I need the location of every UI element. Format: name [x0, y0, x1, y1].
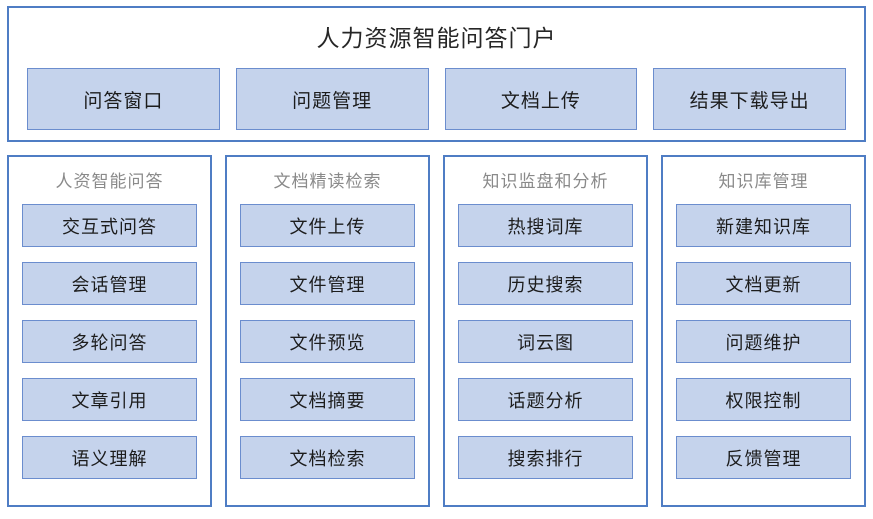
- column-item-list: 新建知识库 文档更新 问题维护 权限控制 反馈管理: [676, 204, 851, 479]
- list-item[interactable]: 多轮问答: [22, 320, 197, 363]
- list-item[interactable]: 反馈管理: [676, 436, 851, 479]
- list-item[interactable]: 权限控制: [676, 378, 851, 421]
- portal-button-document-upload[interactable]: 文档上传: [444, 68, 638, 130]
- list-item[interactable]: 话题分析: [458, 378, 633, 421]
- portal-button-result-download-export[interactable]: 结果下载导出: [653, 68, 846, 130]
- list-item[interactable]: 会话管理: [22, 262, 197, 305]
- list-item[interactable]: 问题维护: [676, 320, 851, 363]
- list-item[interactable]: 词云图: [458, 320, 633, 363]
- portal-button-row: 问答窗口 问题管理 文档上传 结果下载导出: [9, 68, 864, 130]
- list-item[interactable]: 搜索排行: [458, 436, 633, 479]
- module-column-document-reading-retrieval: 文档精读检索 文件上传 文件管理 文件预览 文档摘要 文档检索: [225, 155, 430, 507]
- module-column-hr-intelligent-qa: 人资智能问答 交互式问答 会话管理 多轮问答 文章引用 语义理解: [7, 155, 212, 507]
- portal-frame: 人力资源智能问答门户 问答窗口 问题管理 文档上传 结果下载导出: [7, 6, 866, 142]
- list-item[interactable]: 语义理解: [22, 436, 197, 479]
- column-header: 知识监盘和分析: [482, 172, 609, 191]
- module-column-knowledge-monitoring-analysis: 知识监盘和分析 热搜词库 历史搜索 词云图 话题分析 搜索排行: [443, 155, 648, 507]
- list-item[interactable]: 交互式问答: [22, 204, 197, 247]
- list-item[interactable]: 文件上传: [240, 204, 415, 247]
- module-column-knowledge-base-management: 知识库管理 新建知识库 文档更新 问题维护 权限控制 反馈管理: [661, 155, 866, 507]
- list-item[interactable]: 文章引用: [22, 378, 197, 421]
- list-item[interactable]: 文档检索: [240, 436, 415, 479]
- list-item[interactable]: 文件管理: [240, 262, 415, 305]
- portal-button-qa-window[interactable]: 问答窗口: [27, 68, 220, 130]
- column-item-list: 热搜词库 历史搜索 词云图 话题分析 搜索排行: [458, 204, 633, 479]
- list-item[interactable]: 历史搜索: [458, 262, 633, 305]
- module-columns: 人资智能问答 交互式问答 会话管理 多轮问答 文章引用 语义理解 文档精读检索 …: [7, 155, 866, 507]
- page-title: 人力资源智能问答门户: [316, 25, 557, 51]
- list-item[interactable]: 热搜词库: [458, 204, 633, 247]
- list-item[interactable]: 文档更新: [676, 262, 851, 305]
- column-header: 知识库管理: [718, 172, 809, 191]
- column-header: 文档精读检索: [273, 172, 382, 191]
- portal-button-question-management[interactable]: 问题管理: [235, 68, 429, 130]
- column-item-list: 文件上传 文件管理 文件预览 文档摘要 文档检索: [240, 204, 415, 479]
- list-item[interactable]: 文档摘要: [240, 378, 415, 421]
- list-item[interactable]: 文件预览: [240, 320, 415, 363]
- list-item[interactable]: 新建知识库: [676, 204, 851, 247]
- column-item-list: 交互式问答 会话管理 多轮问答 文章引用 语义理解: [22, 204, 197, 479]
- column-header: 人资智能问答: [55, 172, 164, 191]
